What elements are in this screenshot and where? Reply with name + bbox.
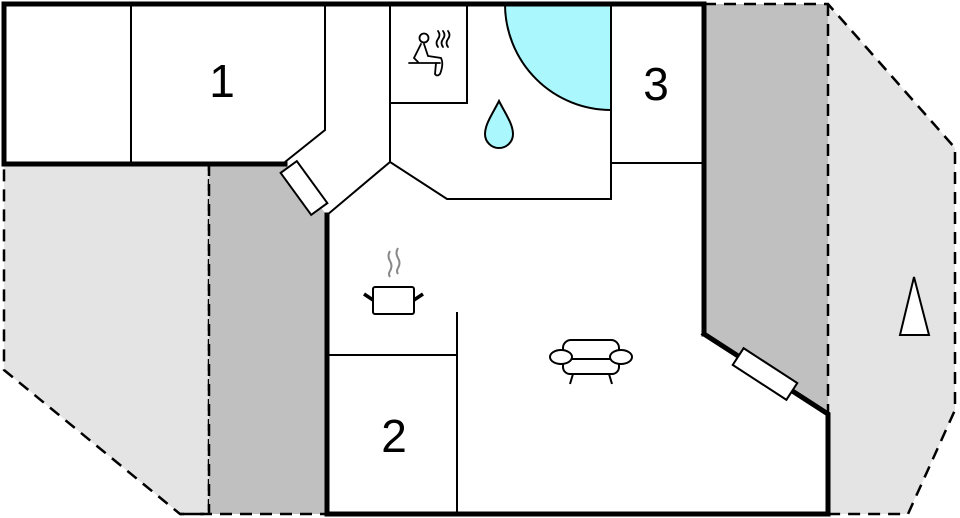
terrace-east-outline	[704, 2, 957, 516]
interior-walls	[130, 4, 704, 514]
sauna-icon	[408, 30, 451, 77]
whirlpool	[503, 3, 612, 112]
door-east	[731, 346, 799, 402]
north-arrow-icon	[898, 276, 931, 336]
room-label-1: 1	[209, 55, 235, 107]
room-label-3: 3	[643, 58, 669, 110]
cooking-pot-icon	[363, 247, 424, 315]
armchair-icon	[549, 339, 633, 385]
house-interior	[4, 4, 828, 514]
door-west	[279, 159, 329, 217]
room-label-2: 2	[381, 410, 407, 462]
water-drop-icon	[483, 98, 515, 149]
terrace-west-covered	[209, 164, 327, 514]
terrace-east-covered	[704, 4, 828, 414]
terrace-west-open	[2, 162, 211, 516]
terrace-east-open	[828, 4, 955, 514]
